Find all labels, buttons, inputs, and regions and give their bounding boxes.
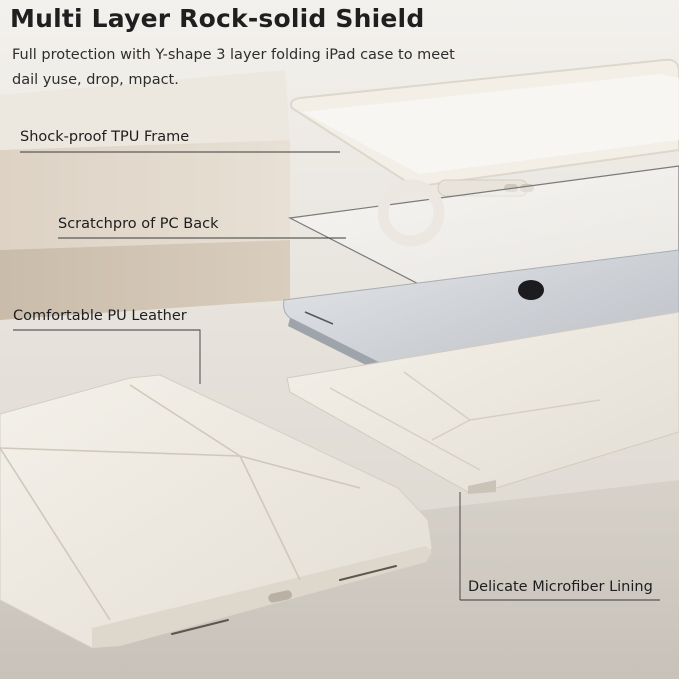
pedestal — [0, 70, 290, 320]
page-title: Multi Layer Rock-solid Shield — [10, 4, 425, 33]
callout-pu-leather: Comfortable PU Leather — [13, 308, 187, 324]
back-case-cover — [286, 311, 679, 494]
tpu-frame — [290, 58, 679, 197]
callout-pc-back: Scratchpro of PC Back — [58, 216, 219, 232]
callout-tpu-frame: Shock-proof TPU Frame — [20, 129, 190, 145]
callout-lines — [13, 151, 660, 601]
page-subtitle: Full protection with Y-shape 3 layer fol… — [12, 47, 455, 88]
callout-microfiber-lining: Delicate Microfiber Lining — [468, 579, 653, 595]
front-case — [0, 374, 433, 649]
apple-logo — [518, 280, 544, 300]
